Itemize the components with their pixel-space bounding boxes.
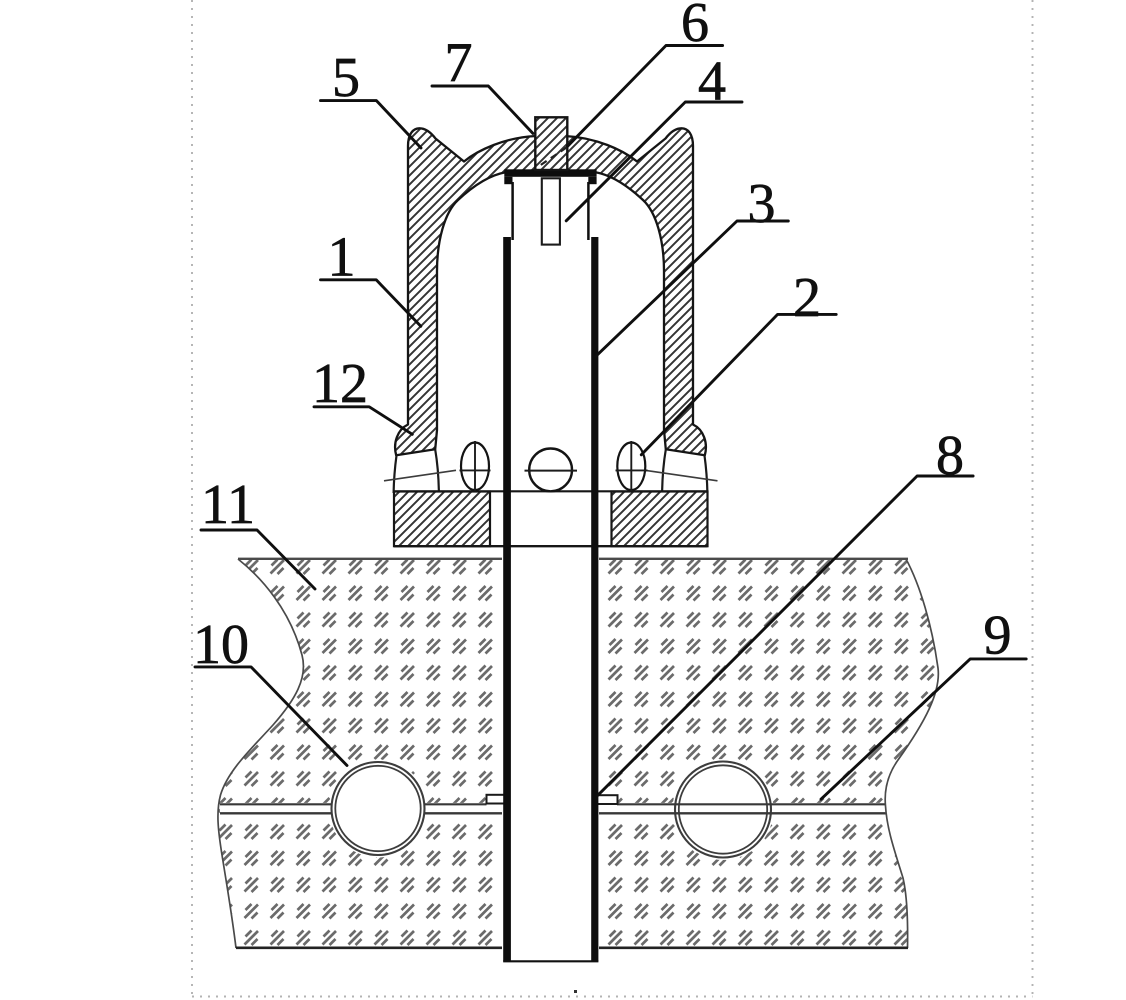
svg-text:4: 4 xyxy=(698,51,726,113)
svg-text:1: 1 xyxy=(328,227,356,289)
svg-text:6: 6 xyxy=(681,0,709,54)
svg-text:7: 7 xyxy=(445,32,473,94)
svg-text:9: 9 xyxy=(984,605,1012,667)
svg-text:2: 2 xyxy=(793,267,821,329)
svg-text:12: 12 xyxy=(312,353,368,415)
svg-text:3: 3 xyxy=(748,173,776,235)
svg-text:10: 10 xyxy=(193,614,249,676)
svg-text:11: 11 xyxy=(201,474,255,536)
svg-text:5: 5 xyxy=(332,47,360,109)
svg-text:8: 8 xyxy=(936,425,964,487)
